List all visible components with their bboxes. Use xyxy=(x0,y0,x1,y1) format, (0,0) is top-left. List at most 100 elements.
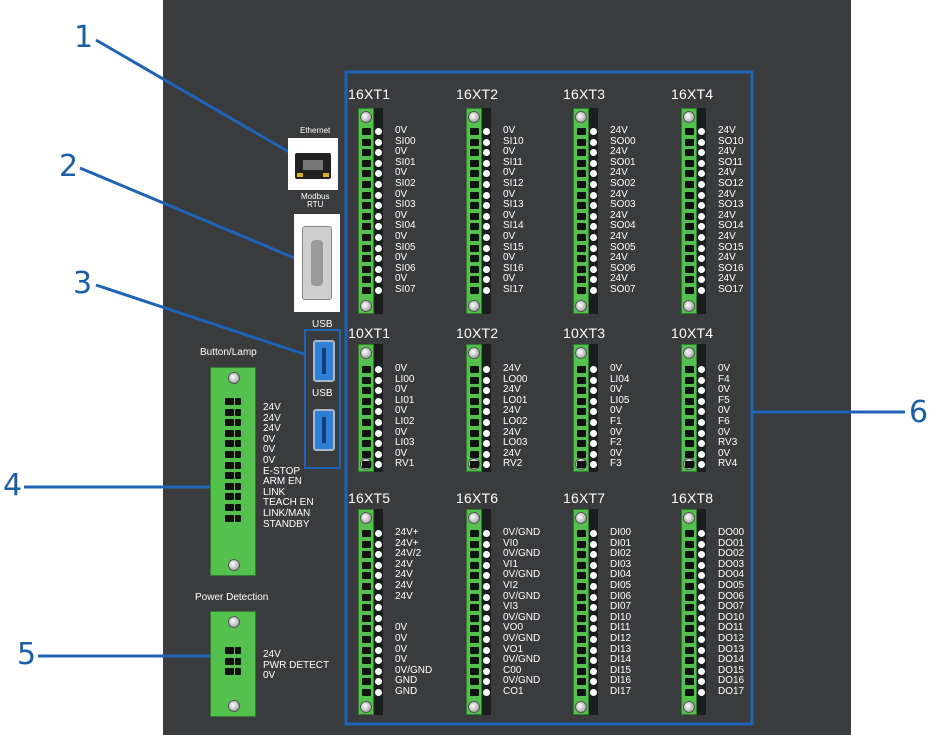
pin-label: 24V xyxy=(503,405,521,417)
pin-label: DI17 xyxy=(610,686,632,697)
terminal-slot xyxy=(225,647,234,654)
terminal-slot xyxy=(470,181,479,188)
pin-hole xyxy=(590,657,597,665)
pin-hole xyxy=(375,255,382,263)
terminal-slot xyxy=(685,530,694,537)
pin-hole xyxy=(590,191,597,199)
pin-hole xyxy=(698,149,705,157)
pin-label: F3 xyxy=(610,458,622,470)
pin-label: DO17 xyxy=(718,686,745,697)
pin-hole xyxy=(590,450,597,458)
terminal-slot xyxy=(362,583,371,590)
pin-hole xyxy=(698,181,705,188)
pin-hole xyxy=(375,170,382,178)
terminal-slot xyxy=(362,450,371,458)
terminal-slot xyxy=(577,223,586,231)
modbus-label: Modbus RTU xyxy=(301,192,330,209)
connector-title: 16XT5 xyxy=(348,490,391,506)
terminal-slot xyxy=(577,461,586,469)
connector-back-plate xyxy=(482,108,491,314)
pin-hole xyxy=(590,202,597,210)
terminal-slot xyxy=(470,387,479,395)
terminal-slot xyxy=(235,461,241,469)
pin-hole xyxy=(698,255,705,263)
pin-hole xyxy=(483,244,490,252)
pin-hole xyxy=(483,212,490,220)
pin-hole xyxy=(698,265,705,273)
terminal-slot xyxy=(577,530,586,537)
pin-hole xyxy=(483,376,490,384)
pin-hole xyxy=(590,419,597,426)
pin-label: 0V xyxy=(395,405,408,417)
pin-label: LO02 xyxy=(503,416,528,427)
pin-hole xyxy=(483,614,490,622)
pin-label: VI1 xyxy=(503,558,519,570)
connector-back-plate xyxy=(482,509,491,715)
terminal-slot xyxy=(577,561,586,569)
pin-label: 0V xyxy=(263,444,276,456)
pin-hole xyxy=(698,429,705,437)
terminal-slot xyxy=(577,646,586,654)
usb-label-2: USB xyxy=(312,388,333,399)
pin-hole xyxy=(698,461,705,469)
terminal-slot xyxy=(362,181,371,188)
terminal-slot xyxy=(362,614,371,622)
terminal-block xyxy=(573,108,589,314)
pin-label: SI04 xyxy=(395,220,416,232)
terminal-slot xyxy=(470,212,479,220)
pin-hole xyxy=(698,212,705,220)
pin-label: 24V xyxy=(395,558,413,570)
pin-hole xyxy=(698,376,705,384)
pin-hole xyxy=(698,540,705,548)
terminal-slot xyxy=(577,276,586,284)
pin-label: 24V xyxy=(503,384,521,396)
terminal-slot xyxy=(362,440,371,448)
screw-icon xyxy=(360,512,372,524)
terminal-slot xyxy=(685,159,694,167)
screw-icon xyxy=(575,111,587,123)
connector-title: 10XT2 xyxy=(456,325,499,341)
pin-hole xyxy=(375,530,382,537)
pin-hole xyxy=(375,397,382,405)
pin-label: TEACH EN xyxy=(263,497,314,509)
terminal-slot xyxy=(235,657,241,665)
pin-label: SI12 xyxy=(503,178,524,189)
pin-label: LINK/MAN xyxy=(263,507,311,519)
pin-hole xyxy=(483,234,490,241)
pin-hole xyxy=(375,159,382,167)
pin-hole xyxy=(375,461,382,469)
terminal-slot xyxy=(470,255,479,263)
callout-3: 3 xyxy=(73,266,93,301)
pin-label: 24V xyxy=(718,209,736,221)
pin-hole xyxy=(375,689,382,696)
pin-label: LO01 xyxy=(503,394,528,406)
terminal-slot xyxy=(362,667,371,675)
pin-label: 24V xyxy=(610,273,628,285)
pin-label: DI12 xyxy=(610,633,632,644)
terminal-slot xyxy=(685,138,694,146)
pin-label: SI03 xyxy=(395,199,416,211)
terminal-slot xyxy=(225,461,234,469)
pin-label: DO03 xyxy=(718,558,745,570)
terminal-slot xyxy=(362,461,371,469)
terminal-slot xyxy=(577,604,586,612)
pin-hole xyxy=(590,128,597,135)
pin-hole xyxy=(698,397,705,405)
pin-label: SO06 xyxy=(610,262,636,274)
pin-label: DO06 xyxy=(718,590,745,602)
io-frame xyxy=(344,70,754,726)
terminal-slot xyxy=(685,657,694,665)
terminal-slot xyxy=(685,419,694,426)
pin-hole xyxy=(698,408,705,416)
pin-hole xyxy=(698,191,705,199)
pin-hole xyxy=(483,202,490,210)
terminal-slot xyxy=(470,202,479,210)
screw-icon xyxy=(468,111,480,123)
pin-hole xyxy=(483,429,490,437)
controller-panel xyxy=(163,0,851,735)
terminal-slot xyxy=(577,191,586,199)
pin-label: 24V xyxy=(610,146,628,158)
terminal-slot xyxy=(685,429,694,437)
terminal-slot xyxy=(225,472,234,480)
pin-label: 24V xyxy=(718,231,736,242)
